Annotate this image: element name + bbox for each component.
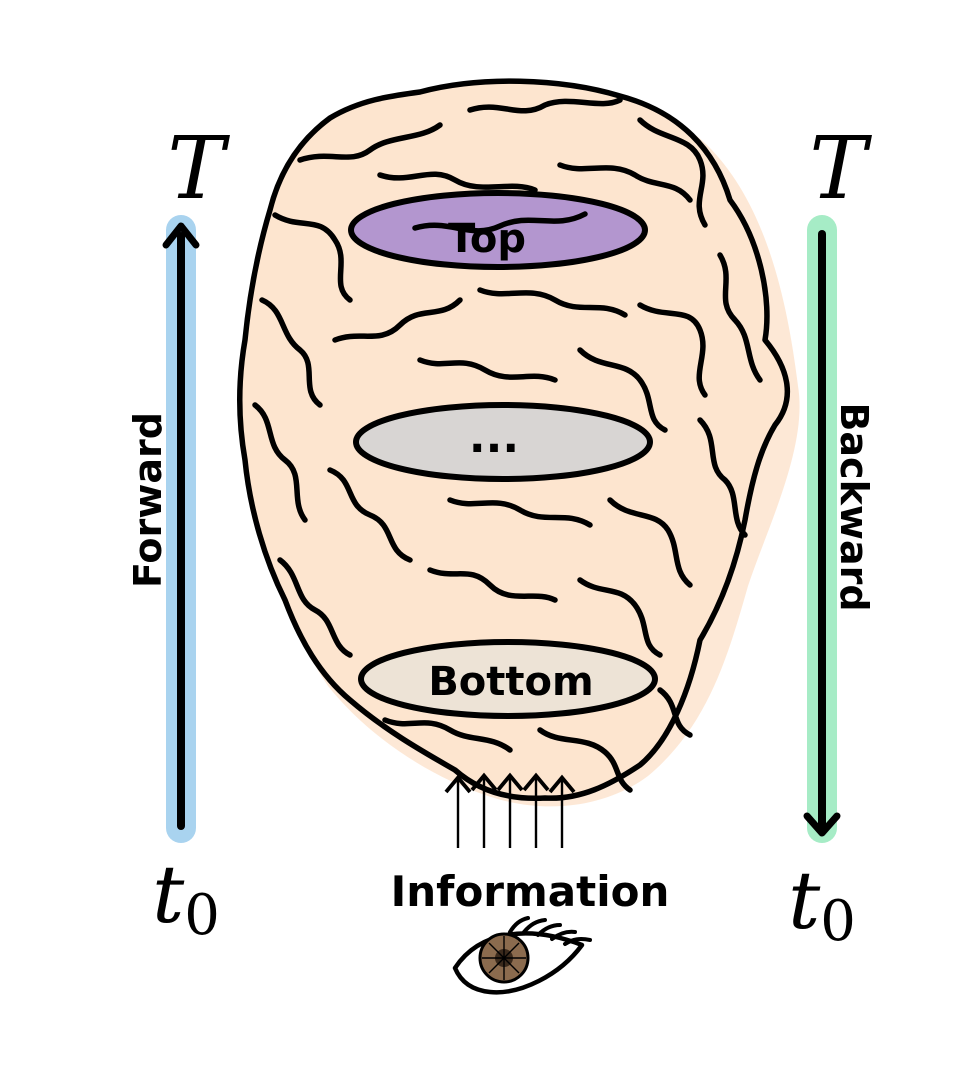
eyelashes [508,916,592,946]
brain-folds [252,97,763,793]
down-arrow-icon [803,812,841,837]
bottom-layer-label: Bottom [428,659,593,705]
forward-top-label: T [167,119,230,219]
bottom-layer: Bottom [358,639,658,719]
information-label: Information [391,867,670,916]
forward-bottom-label: t0 [152,848,220,948]
information-arrows [444,772,576,848]
backward-bottom-label: t0 [788,854,856,954]
backward-axis: T t0 Backward [788,119,876,954]
forward-axis: T t0 Forward [126,119,230,948]
eye-icon [452,916,592,995]
middle-layer: ... [353,402,653,482]
backward-top-label: T [809,119,872,219]
top-layer-label: Top [448,216,526,262]
middle-layer-label: ... [469,412,519,463]
forward-label: Forward [126,412,170,588]
backward-label: Backward [832,402,876,611]
top-layer: Top [348,190,648,270]
up-arrow-icon [162,222,200,249]
